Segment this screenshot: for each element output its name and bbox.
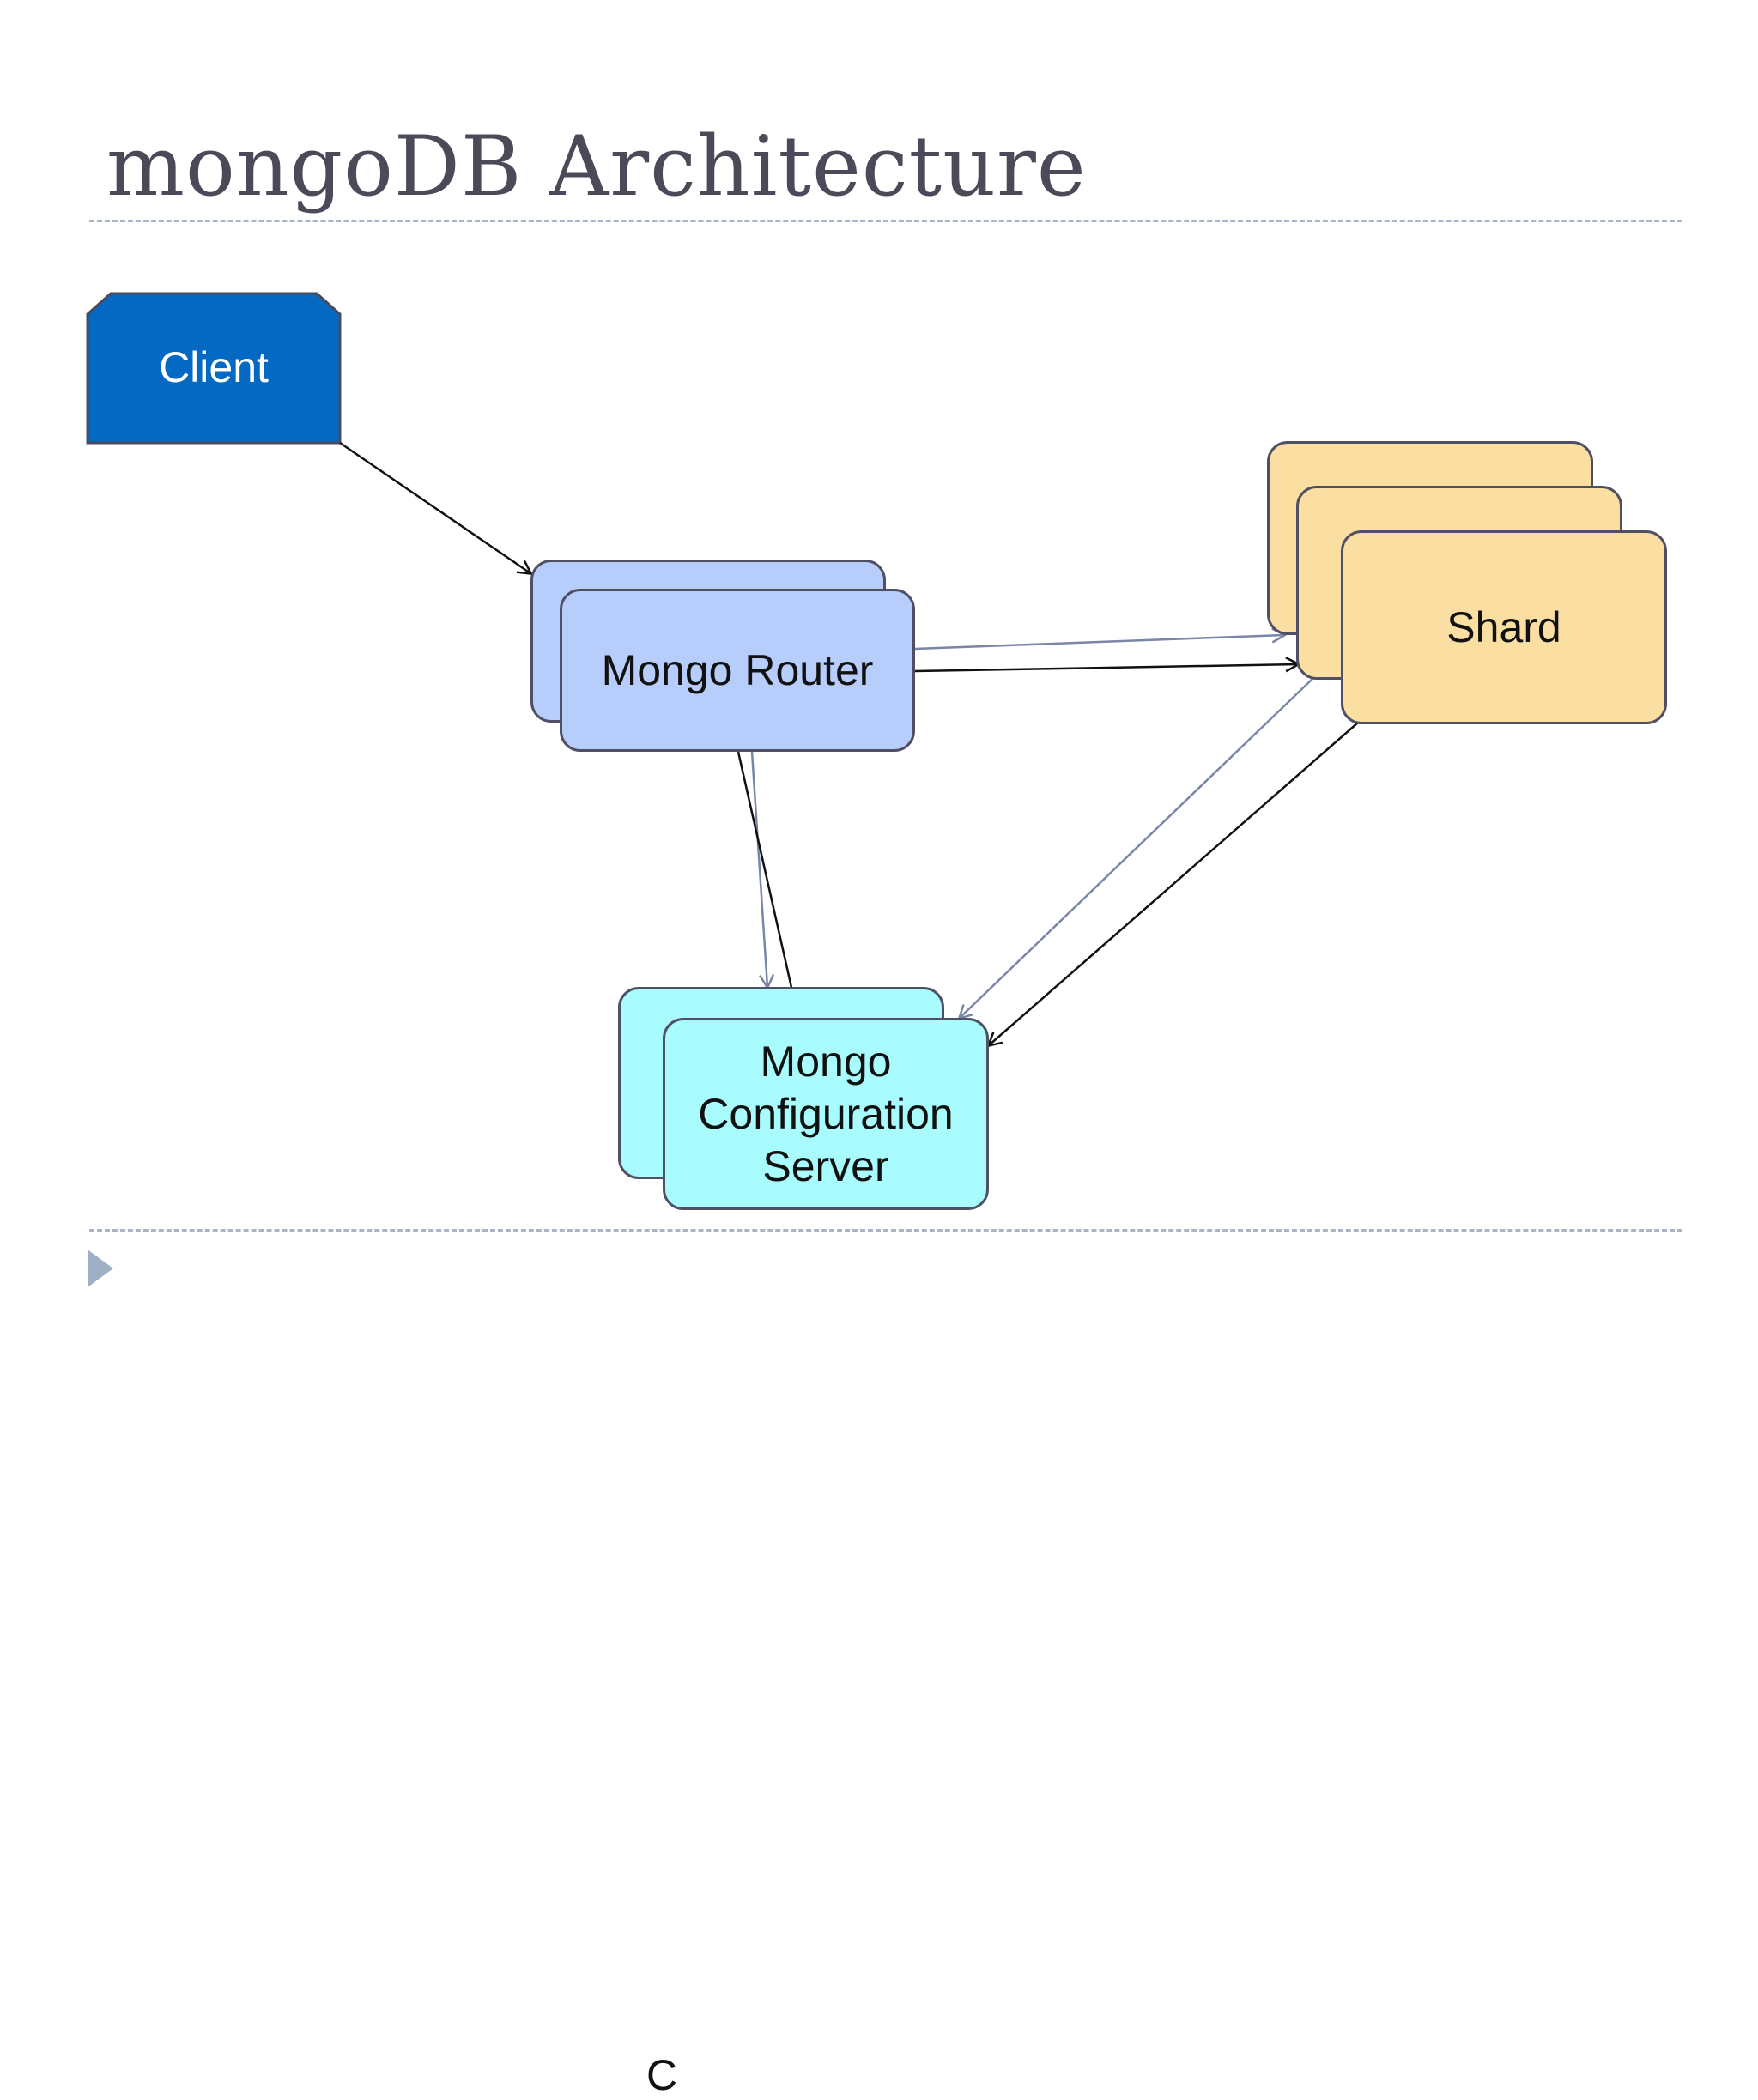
arrow-shard-to-config-light <box>957 677 1314 1020</box>
slide-title: mongoDB Architecture <box>106 118 1087 215</box>
arrow-shard-to-config-dark <box>986 722 1359 1048</box>
arrow-router-to-config-light <box>750 751 775 990</box>
arrow-router-to-shard-light <box>914 627 1288 651</box>
router-node-front: Mongo Router <box>560 589 915 752</box>
arrow-client-to-router <box>339 441 534 576</box>
shard-node-front: Shard <box>1341 530 1667 724</box>
config-node-front: Mongo Configuration Server <box>663 1018 989 1210</box>
shard-label: Shard <box>1446 602 1561 651</box>
arrow-router-to-config-dark <box>737 751 803 1021</box>
router-label: Mongo Router <box>601 645 874 694</box>
title-divider <box>89 220 1682 222</box>
arrow-router-to-shard-dark <box>914 657 1301 673</box>
client-label: Client <box>159 343 269 391</box>
config-label-line-1: Mongo <box>760 1037 892 1086</box>
config-label-line-3: Server <box>762 1141 889 1190</box>
config-back-partial-label: C <box>646 2051 678 2099</box>
config-label: Mongo Configuration Server <box>665 1020 986 1207</box>
footer-divider <box>89 1229 1682 1232</box>
slide: mongoDB Architecture Client M <box>86 118 1682 2099</box>
play-triangle-icon <box>88 1250 113 1287</box>
config-label-line-2: Configuration <box>698 1089 954 1138</box>
